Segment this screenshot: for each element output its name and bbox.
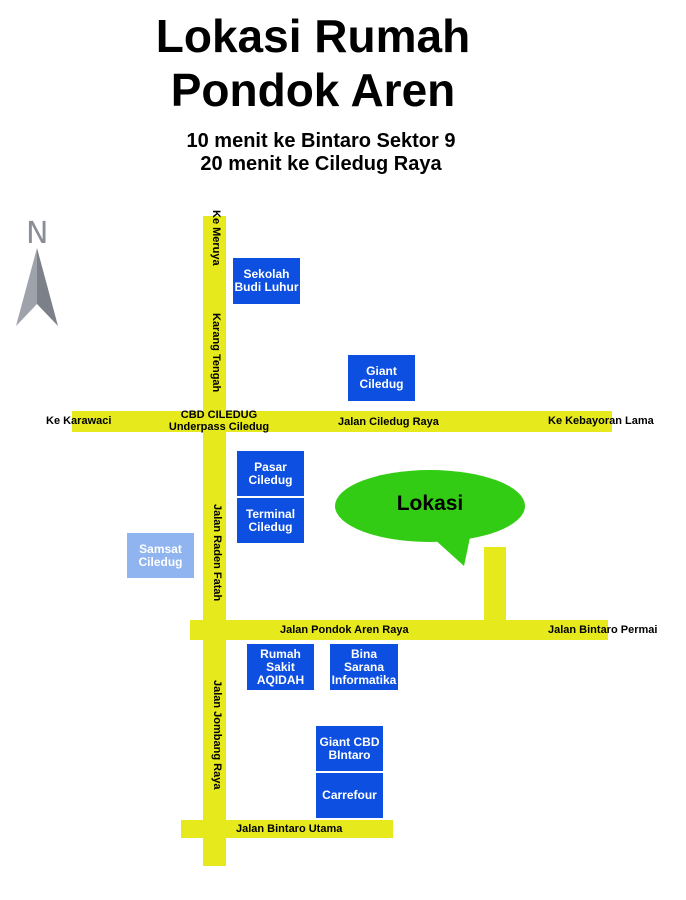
subtitle-line-2: 20 menit ke Ciledug Raya (200, 153, 442, 175)
page-title-line-2: Pondok Aren (170, 64, 456, 116)
road-label-jalan-bintaro-permai: Jalan Bintaro Permai (548, 624, 658, 636)
north-arrow-icon (16, 248, 58, 326)
road-label-jalan-jombang-raya: Jalan Jombang Raya (211, 680, 223, 790)
place-samsat-ciledug: Samsat Ciledug (127, 533, 194, 578)
place-terminal-ciledug: Terminal Ciledug (237, 498, 304, 543)
road-meruya-karang-tengah (203, 216, 226, 668)
place-bina-sarana-informatika: Bina Sarana Informatika (330, 644, 398, 690)
road-label-cbd-line-2: Underpass Ciledug (168, 421, 270, 433)
road-jombang-raya (203, 620, 226, 866)
place-giant-cbd-bintaro: Giant CBD BIntaro (316, 726, 383, 771)
road-pondok-aren-raya (190, 620, 608, 640)
road-label-ke-kebayoran-lama: Ke Kebayoran Lama (548, 415, 654, 427)
place-carrefour: Carrefour (316, 773, 383, 818)
road-label-ke-karawaci: Ke Karawaci (46, 415, 112, 427)
road-lokasi-access (484, 547, 506, 625)
place-sekolah-budi-luhur: Sekolah Budi Luhur (233, 258, 300, 304)
road-label-jalan-raden-fatah: Jalan Raden Fatah (211, 504, 223, 602)
road-label-jalan-bintaro-utama: Jalan Bintaro Utama (236, 823, 343, 835)
page-title-line-1: Lokasi Rumah (155, 10, 471, 62)
lokasi-marker-label: Lokasi (396, 492, 464, 515)
road-label-jalan-ciledug-raya: Jalan Ciledug Raya (338, 416, 439, 428)
road-label-cbd-ciledug: CBD CILEDUG Underpass Ciledug (157, 409, 281, 433)
road-label-ke-meruya: Ke Meruya (210, 210, 222, 266)
road-ciledug-raya (72, 411, 612, 432)
place-giant-ciledug: Giant Ciledug (348, 355, 415, 401)
road-label-jalan-pondok-aren-raya: Jalan Pondok Aren Raya (280, 624, 409, 636)
road-label-cbd-line-1: CBD CILEDUG (180, 409, 258, 421)
compass-label: N (26, 216, 49, 251)
subtitle-line-1: 10 menit ke Bintaro Sektor 9 (186, 130, 456, 152)
place-rumah-sakit-aqidah: Rumah Sakit AQIDAH (247, 644, 314, 690)
lokasi-marker-icon (335, 470, 525, 566)
road-bintaro-utama (181, 820, 393, 838)
road-label-karang-tengah: Karang Tengah (210, 313, 222, 393)
place-pasar-ciledug: Pasar Ciledug (237, 451, 304, 496)
